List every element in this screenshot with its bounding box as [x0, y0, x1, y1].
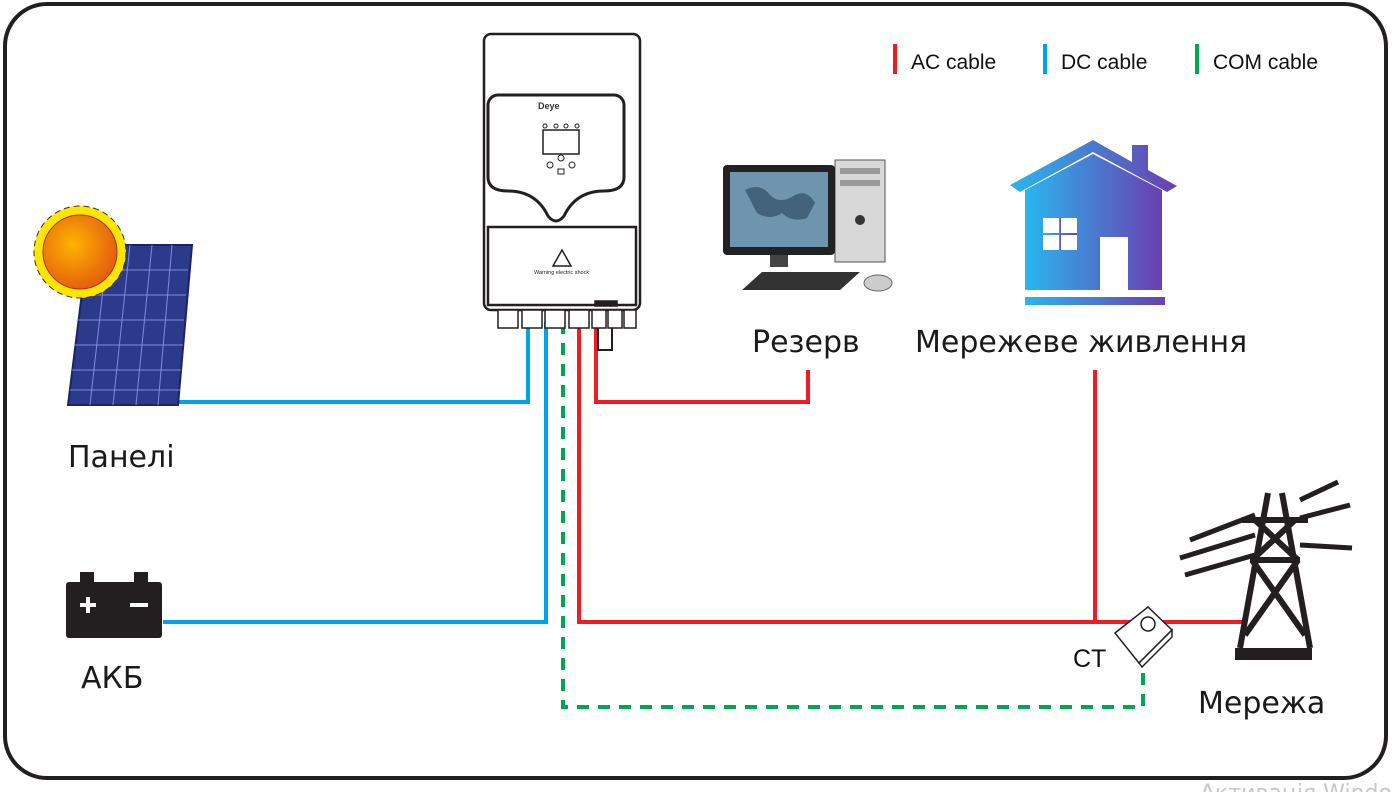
label-home: Мережеве живлення	[915, 325, 1247, 360]
label-backup: Резерв	[752, 325, 860, 360]
transmission-tower-icon	[1179, 479, 1353, 660]
ct-clamp-icon	[1113, 606, 1174, 669]
legend-com-swatch	[1195, 44, 1199, 74]
sun-icon	[33, 205, 127, 299]
label-battery: АКБ	[81, 661, 143, 696]
computer-icon	[723, 159, 893, 292]
legend-ac-swatch	[893, 44, 897, 74]
dc-cable-battery	[163, 322, 548, 624]
ac-cable-backup	[594, 322, 810, 404]
house-icon	[1010, 140, 1177, 305]
label-grid: Мережа	[1198, 686, 1325, 721]
legend-com-label: COM cable	[1213, 51, 1318, 74]
legend-ac-label: AC cable	[911, 51, 996, 74]
dc-cable-panels	[168, 322, 530, 404]
inverter-brand: Deye	[538, 101, 560, 111]
inverter: Deye Warning electric shock	[482, 32, 642, 351]
com-cable-ct	[561, 322, 1145, 709]
inverter-warning: Warning electric shock	[534, 270, 589, 276]
ac-cable-grid	[577, 322, 1245, 624]
label-ct: CT	[1073, 645, 1106, 673]
legend-dc-swatch	[1043, 44, 1047, 74]
diagram-frame	[3, 2, 1388, 780]
legend-dc-label: DC cable	[1061, 51, 1147, 74]
label-panels: Панелі	[68, 440, 175, 475]
legend: AC cable DC cable COM cable	[893, 44, 1318, 74]
battery-icon	[66, 572, 162, 638]
windows-activation-watermark: Активація Windows	[1200, 781, 1392, 792]
